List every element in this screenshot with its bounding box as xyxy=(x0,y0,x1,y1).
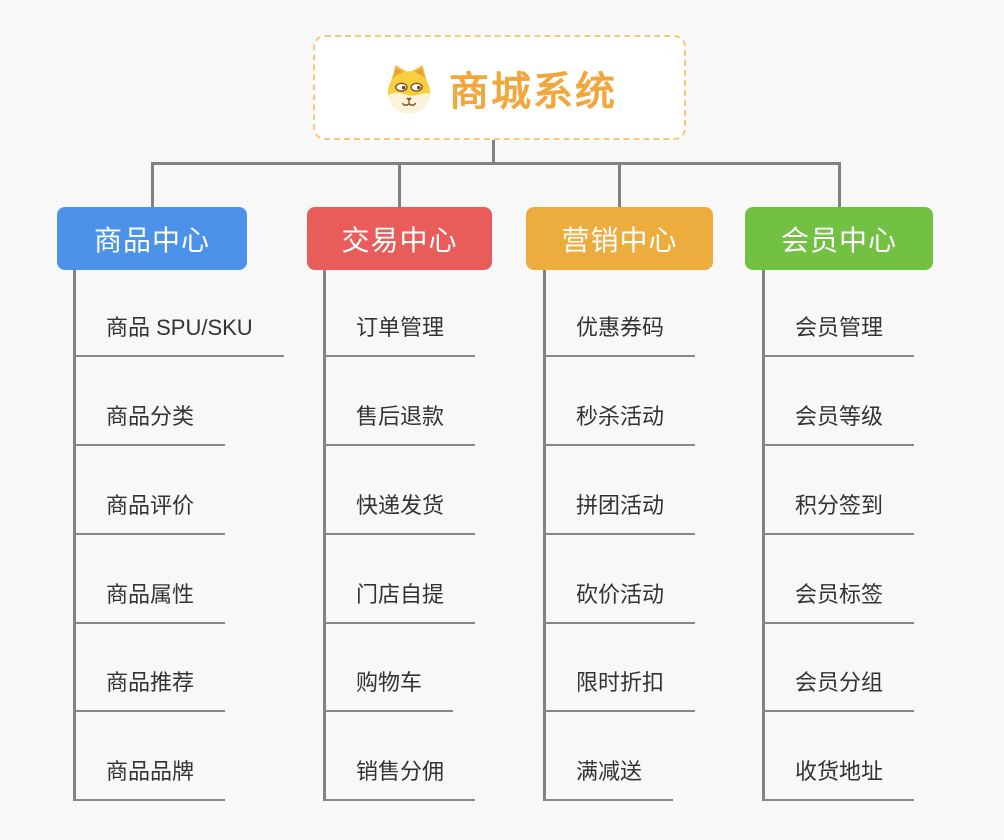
topic-item[interactable]: 商品评价 xyxy=(73,491,226,535)
connector-column-line xyxy=(762,270,765,801)
topic-item[interactable]: 商品品牌 xyxy=(73,757,226,801)
connector-column-line xyxy=(73,270,76,801)
topic-item[interactable]: 满减送 xyxy=(543,757,674,801)
topic-item[interactable]: 商品分类 xyxy=(73,402,226,446)
branch-label: 商品中心 xyxy=(93,224,210,256)
root-node[interactable]: 商城系统 xyxy=(313,35,686,140)
branch-node-products[interactable]: 商品中心 xyxy=(57,207,247,270)
connector-branch-drop xyxy=(618,164,621,207)
topic-item[interactable]: 售后退款 xyxy=(323,402,476,446)
branch-node-marketing[interactable]: 营销中心 xyxy=(526,207,713,270)
branch-node-trade[interactable]: 交易中心 xyxy=(307,207,492,270)
connector-branch-drop xyxy=(838,164,841,207)
branch-label: 营销中心 xyxy=(561,224,678,256)
topic-item[interactable]: 积分签到 xyxy=(762,491,915,535)
branch-node-members[interactable]: 会员中心 xyxy=(745,207,933,270)
topic-item[interactable]: 商品属性 xyxy=(73,580,226,624)
topic-item[interactable]: 限时折扣 xyxy=(543,668,696,712)
topic-item[interactable]: 秒杀活动 xyxy=(543,402,696,446)
topic-item[interactable]: 会员分组 xyxy=(762,668,915,712)
topic-item[interactable]: 优惠券码 xyxy=(543,313,696,357)
topic-item[interactable]: 商品 SPU/SKU xyxy=(73,313,284,357)
connector-column-line xyxy=(543,270,546,801)
connector-bus xyxy=(151,162,841,165)
topic-item[interactable]: 拼团活动 xyxy=(543,491,696,535)
topic-item[interactable]: 购物车 xyxy=(323,668,454,712)
dog-face-icon xyxy=(387,64,431,113)
connector-root-drop xyxy=(492,140,495,163)
topic-item[interactable]: 销售分佣 xyxy=(323,757,476,801)
topic-item[interactable]: 砍价活动 xyxy=(543,580,696,624)
topic-item[interactable]: 门店自提 xyxy=(323,580,476,624)
topic-item[interactable]: 会员等级 xyxy=(762,402,915,446)
branch-label: 会员中心 xyxy=(780,224,897,256)
connector-branch-drop xyxy=(151,164,154,207)
topic-item[interactable]: 快递发货 xyxy=(323,491,476,535)
topic-item[interactable]: 收货地址 xyxy=(762,757,915,801)
topic-item[interactable]: 会员标签 xyxy=(762,580,915,624)
branch-label: 交易中心 xyxy=(341,224,458,256)
topic-item[interactable]: 商品推荐 xyxy=(73,668,226,712)
root-title: 商城系统 xyxy=(449,69,617,114)
topic-item[interactable]: 会员管理 xyxy=(762,313,915,357)
topic-item[interactable]: 订单管理 xyxy=(323,313,476,357)
connector-column-line xyxy=(323,270,326,801)
connector-branch-drop xyxy=(398,164,401,207)
